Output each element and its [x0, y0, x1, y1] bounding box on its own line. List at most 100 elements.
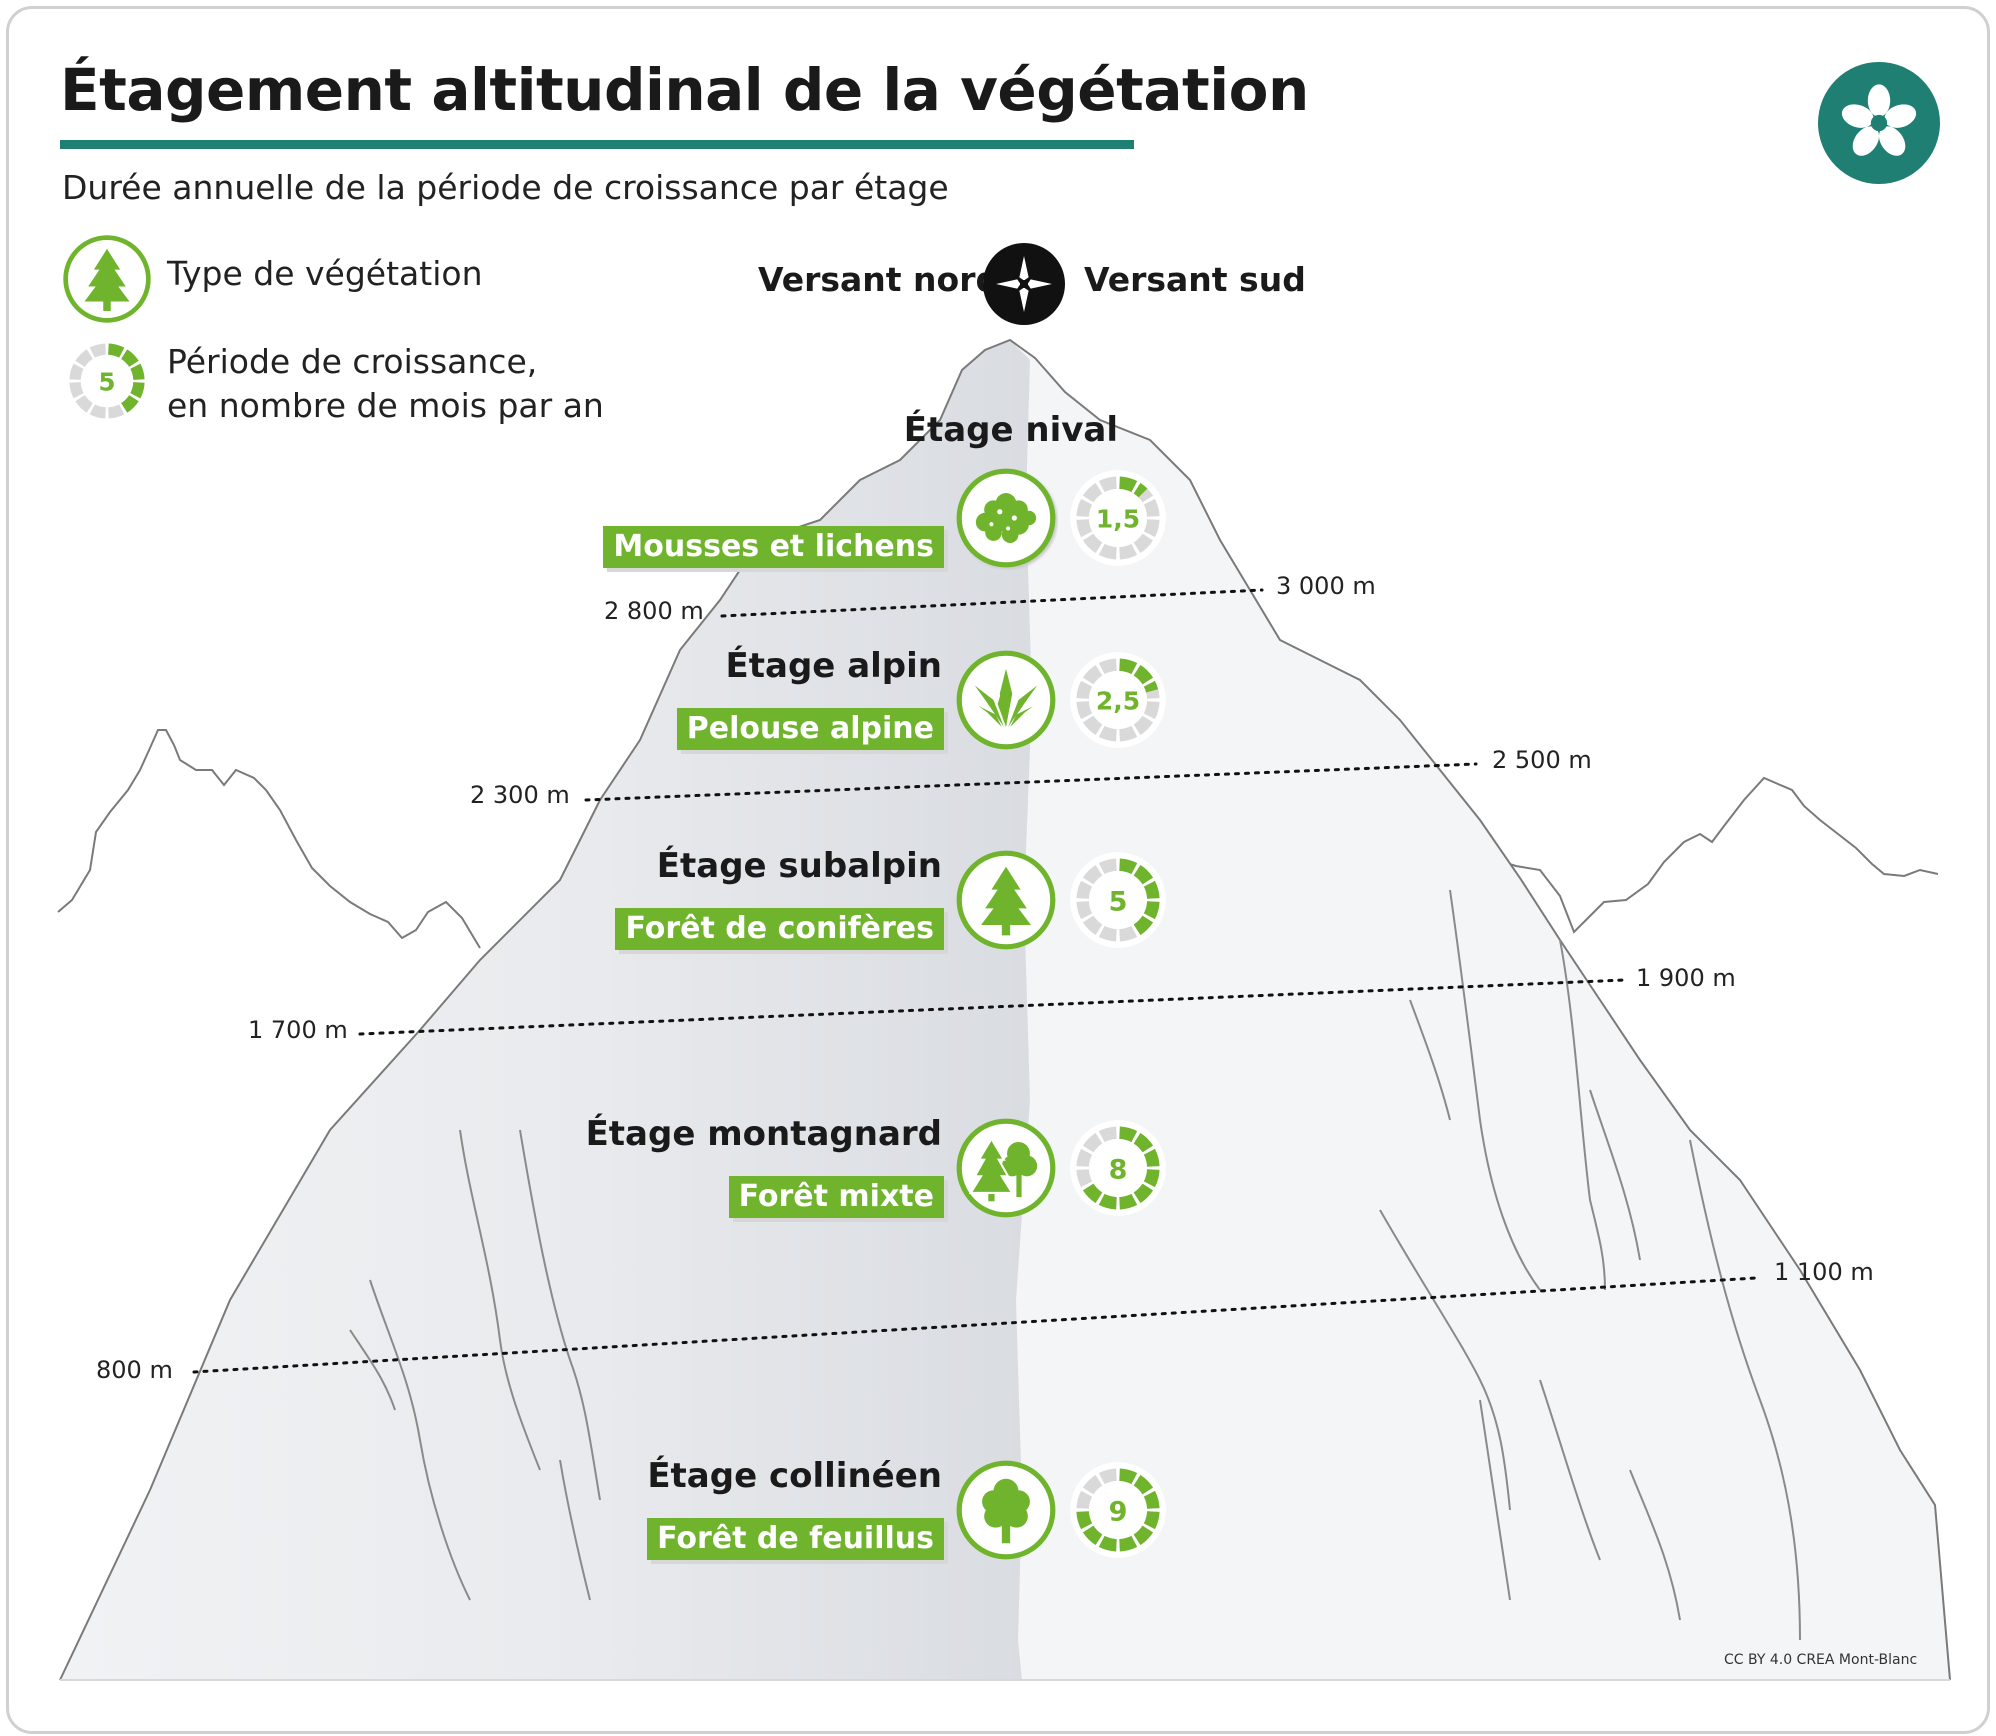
zone-name-montagnard: Étage montagnard	[585, 1114, 942, 1154]
growth-month-segment	[1143, 1148, 1160, 1167]
month-segment	[1082, 482, 1103, 503]
month-segment	[1133, 715, 1154, 736]
month-segment	[1082, 864, 1103, 885]
moss-lichen-icon	[956, 468, 1056, 568]
zone-name-collineen: Étage collinéen	[647, 1456, 942, 1496]
growth-ring-subalpin: 5	[1070, 852, 1166, 948]
legend-conifer-icon	[63, 235, 151, 323]
month-segment	[1143, 519, 1160, 538]
page-title: Étagement altitudinal de la végétation	[60, 56, 1309, 124]
month-segment	[75, 395, 93, 413]
month-segment	[1133, 533, 1154, 554]
credit-line: CC BY 4.0 CREA Mont-Blanc	[1724, 1652, 1918, 1668]
zone-name-subalpin: Étage subalpin	[656, 846, 942, 886]
month-segment	[89, 404, 106, 419]
growth-month-segment	[1082, 1183, 1103, 1204]
growth-value-subalpin: 5	[1109, 886, 1128, 917]
conifer-tree-icon	[956, 850, 1056, 950]
month-segment	[1076, 1148, 1093, 1167]
mixed-forest-icon	[956, 1118, 1056, 1218]
growth-ring-collineen: 9	[1070, 1462, 1166, 1558]
month-segment	[1082, 664, 1103, 685]
month-segment	[1098, 858, 1117, 875]
altitude-north-2: 2 300 m	[470, 781, 570, 809]
flower-icon	[1818, 62, 1940, 184]
growth-ring-montagnard: 8	[1070, 1120, 1166, 1216]
growth-month-segment	[1143, 880, 1160, 899]
growth-month-segment	[1119, 1193, 1138, 1210]
growth-month-segment	[1143, 901, 1160, 920]
altitude-south-4: 1 100 m	[1774, 1258, 1874, 1286]
month-segment	[1119, 543, 1138, 560]
growth-month-segment	[1119, 1468, 1138, 1485]
growth-month-segment	[1133, 1525, 1154, 1546]
month-segment	[1098, 658, 1117, 675]
growth-month-segment	[121, 349, 139, 367]
growth-month-segment	[1143, 680, 1159, 693]
legend-vegetation-label: Type de végétation	[167, 254, 483, 293]
zone-name-nival: Étage nival	[903, 410, 1118, 450]
growth-month-segment	[1082, 1525, 1103, 1546]
growth-ring-alpin: 2,5	[1070, 652, 1166, 748]
month-segment	[1076, 498, 1093, 517]
zone-name-alpin: Étage alpin	[725, 646, 942, 686]
month-segment	[69, 363, 84, 380]
title-underline	[60, 140, 1134, 149]
month-segment	[1098, 1126, 1117, 1143]
month-segment	[1076, 680, 1093, 699]
month-segment	[1076, 519, 1093, 538]
rock-crevices	[349, 889, 1801, 1641]
month-segment	[89, 343, 106, 358]
growth-value-alpin: 2,5	[1096, 686, 1140, 715]
legend-growth-value: 5	[98, 367, 115, 396]
growth-month-segment	[1119, 858, 1138, 875]
altitude-south-1: 3 000 m	[1276, 572, 1376, 600]
compass-rose-icon	[983, 243, 1065, 325]
legend-growth-ring: 5	[63, 337, 151, 425]
growth-month-segment	[1098, 1535, 1117, 1552]
growth-month-segment	[1143, 1169, 1160, 1188]
vegetation-tag-alpin: Pelouse alpine	[676, 708, 944, 750]
month-segment	[75, 349, 93, 367]
growth-month-segment	[1133, 915, 1154, 936]
growth-month-segment	[1119, 1535, 1138, 1552]
altitude-north-1: 2 800 m	[604, 597, 704, 625]
vegetation-tag-subalpin: Forêt de conifères	[615, 908, 944, 950]
month-segment	[1076, 1490, 1093, 1509]
growth-month-segment	[1133, 1183, 1154, 1204]
growth-month-segment	[108, 343, 125, 358]
altitude-south-2: 2 500 m	[1492, 746, 1592, 774]
month-segment	[1076, 701, 1093, 720]
growth-month-segment	[1133, 1132, 1154, 1153]
growth-month-segment	[1119, 658, 1138, 675]
grass-icon	[956, 650, 1056, 750]
growth-month-segment	[1143, 1490, 1160, 1509]
growth-month-segment	[1133, 1474, 1154, 1495]
month-segment	[1082, 915, 1103, 936]
growth-month-segment	[1133, 664, 1154, 685]
growth-month-segment	[1076, 1511, 1093, 1530]
page-subtitle: Durée annuelle de la période de croissan…	[62, 168, 949, 207]
month-segment	[1143, 701, 1160, 720]
altitude-lines	[192, 588, 1758, 1374]
month-segment	[1082, 533, 1103, 554]
south-slope-label: Versant sud	[1084, 260, 1306, 299]
north-slope-label: Versant nord	[758, 260, 1000, 299]
month-segment	[69, 382, 84, 399]
growth-value-nival: 1,5	[1096, 504, 1140, 533]
month-segment	[1098, 476, 1117, 493]
growth-month-segment	[1098, 1193, 1117, 1210]
month-segment	[108, 404, 125, 419]
month-segment	[1143, 498, 1160, 517]
growth-month-segment	[130, 363, 145, 380]
vegetation-tag-montagnard: Forêt mixte	[728, 1176, 944, 1218]
background-ridge-right	[1489, 776, 1939, 934]
month-segment	[1098, 725, 1117, 742]
altitude-north-3: 1 700 m	[248, 1016, 348, 1044]
growth-month-segment	[1119, 1126, 1138, 1143]
growth-month-segment	[1133, 482, 1148, 498]
month-segment	[1082, 715, 1103, 736]
growth-value-collineen: 9	[1109, 1496, 1128, 1527]
growth-month-segment	[130, 382, 145, 399]
